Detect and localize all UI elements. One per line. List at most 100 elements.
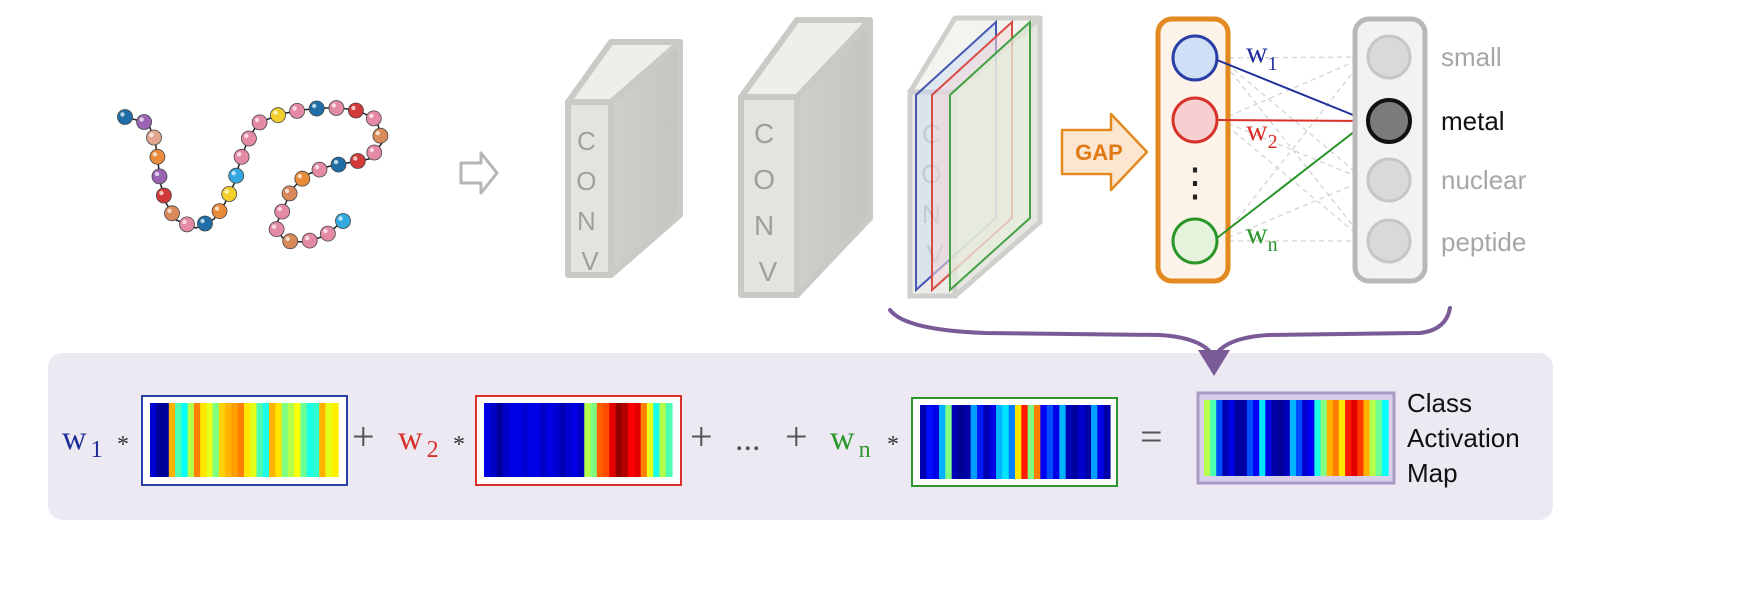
heatmap-cell xyxy=(546,403,554,477)
heatmap-cell xyxy=(1296,400,1303,476)
eq-plus-3: + xyxy=(785,414,808,459)
sequence-bead-highlight xyxy=(331,103,337,108)
sequence-bead-highlight xyxy=(224,189,229,194)
brace-arrowhead-icon xyxy=(1198,350,1230,376)
heatmap-cell xyxy=(1302,400,1309,476)
heatmap-cell xyxy=(920,405,927,479)
heatmap-cell xyxy=(1059,405,1067,479)
heatmap-cell xyxy=(989,405,997,479)
heatmap-cell xyxy=(521,403,529,477)
sequence-bead-highlight xyxy=(139,117,144,122)
eq-equals: = xyxy=(1140,414,1163,459)
input-sequence xyxy=(117,100,389,250)
weight-label-1: w1 xyxy=(1246,36,1278,75)
heatmap-cell xyxy=(287,403,295,477)
sequence-bead-highlight xyxy=(284,188,290,194)
sequence-bead xyxy=(228,167,245,184)
sequence-bead xyxy=(281,185,298,202)
heatmap-cell xyxy=(1072,405,1079,479)
sequence-bead xyxy=(197,215,213,232)
weight-line-2 xyxy=(1216,119,1369,122)
heatmap-cell xyxy=(1351,400,1358,476)
sequence-bead-highlight xyxy=(149,132,154,138)
sequence-bead xyxy=(308,100,325,117)
heatmap-n xyxy=(920,405,1111,479)
heatmap-cell xyxy=(1240,400,1248,476)
sequence-bead-highlight xyxy=(333,159,339,165)
eq-star-n: * xyxy=(887,432,899,458)
gap-node-ellipsis: ⋮ xyxy=(1175,160,1215,205)
eq-star-2: * xyxy=(453,432,465,458)
sequence-bead xyxy=(311,161,328,178)
heatmap-cell xyxy=(1259,400,1266,476)
heatmap-cell xyxy=(1091,405,1098,479)
heatmap-cell xyxy=(237,403,245,477)
heatmap-cell xyxy=(1314,400,1322,476)
heatmap-cell xyxy=(1228,400,1236,476)
gap-label: GAP xyxy=(1075,140,1123,165)
heatmap-cell xyxy=(200,403,207,477)
heatmap-cell xyxy=(1097,405,1105,479)
sequence-bead xyxy=(155,187,172,204)
heatmap-cell xyxy=(1283,400,1291,476)
weight-line-1 xyxy=(1216,59,1369,122)
heatmap-cell xyxy=(1265,400,1273,476)
heatmap-cell xyxy=(1345,400,1352,476)
heatmap-cell xyxy=(319,403,327,477)
class-label-nuclear: nuclear xyxy=(1441,165,1527,195)
sequence-bead-highlight xyxy=(369,113,374,119)
sequence-bead-highlight xyxy=(214,206,220,211)
heatmap-cell xyxy=(1320,400,1328,476)
heatmap-cell xyxy=(225,403,233,477)
heatmap-cell xyxy=(590,403,598,477)
heatmap-cell xyxy=(1289,400,1297,476)
heatmap-cell xyxy=(1234,400,1242,476)
output-node-metal xyxy=(1366,98,1412,144)
heatmap-cell xyxy=(621,403,629,477)
heatmap-cell xyxy=(977,405,984,479)
heatmap-cell xyxy=(926,405,934,479)
heatmap-cell xyxy=(540,403,548,477)
weight-label-2: w2 xyxy=(1246,114,1278,153)
eq-plus-2: + xyxy=(690,414,713,459)
class-label-peptide: peptide xyxy=(1441,227,1526,257)
heatmap-cell xyxy=(559,403,567,477)
heatmap-cell xyxy=(603,403,610,477)
heatmap-cell xyxy=(1369,400,1377,476)
heatmap-cell xyxy=(1332,400,1340,476)
sequence-bead-highlight xyxy=(231,171,236,176)
heatmap-cell xyxy=(939,405,946,479)
heatmap-cell xyxy=(175,403,182,477)
sequence-bead-highlight xyxy=(353,156,358,161)
sequence-bead xyxy=(240,130,257,147)
sequence-bead xyxy=(294,170,311,187)
sequence-bead xyxy=(282,233,299,250)
heatmap-cell xyxy=(1381,400,1389,476)
sequence-bead xyxy=(319,225,336,242)
heatmap-cell xyxy=(1008,405,1016,479)
sequence-bead xyxy=(330,156,347,173)
output-node-small xyxy=(1366,34,1412,80)
heatmap-cell xyxy=(1065,405,1073,479)
heatmap-cell xyxy=(628,403,635,477)
weight-label-n: wn xyxy=(1246,217,1278,256)
heatmap-cell xyxy=(269,403,276,477)
sequence-bead xyxy=(136,114,153,130)
heatmap-cell xyxy=(312,403,320,477)
heatmap-cell xyxy=(1204,400,1211,476)
heatmap-cell xyxy=(584,403,592,477)
heatmap-cell xyxy=(484,403,491,477)
sequence-bead-highlight xyxy=(292,106,297,111)
sequence-bead-highlight xyxy=(351,105,356,111)
sequence-bead xyxy=(349,153,366,169)
heatmap-cell xyxy=(181,403,189,477)
heatmap-class-activation-map xyxy=(1204,400,1389,476)
heatmap-cell xyxy=(609,403,617,477)
sequence-bead xyxy=(365,110,382,127)
heatmap-cell xyxy=(256,403,264,477)
sequence-bead-highlight xyxy=(244,133,249,139)
heatmap-cell xyxy=(958,405,965,479)
heatmap-cell xyxy=(250,403,258,477)
heatmap-cell xyxy=(1040,405,1048,479)
